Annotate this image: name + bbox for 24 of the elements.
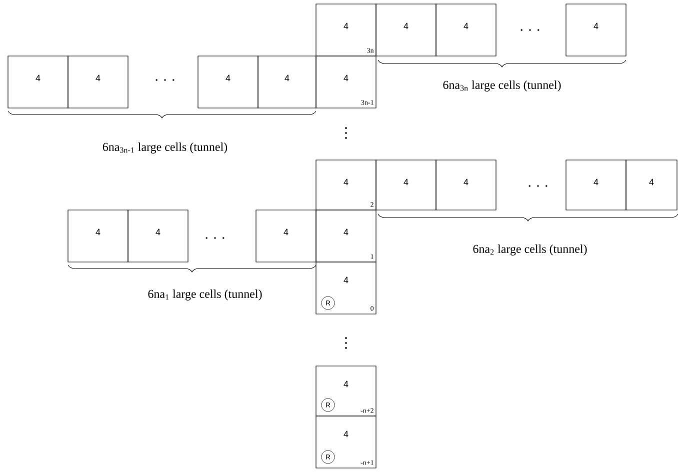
ellipsis: . . . bbox=[206, 237, 224, 239]
grid-cell: 4 bbox=[566, 160, 626, 210]
grid-cell: 4 bbox=[256, 210, 316, 262]
grid-cell: 4 bbox=[626, 160, 678, 210]
ellipsis: ⋮ bbox=[345, 337, 347, 349]
grid-cell: 4 bbox=[258, 56, 316, 108]
grid-cell: 4 bbox=[8, 56, 68, 108]
grid-cell: 4 bbox=[376, 160, 436, 210]
ellipsis: . . . bbox=[528, 185, 548, 187]
ellipsis: ⋮ bbox=[345, 127, 347, 139]
grid-cell: 4 bbox=[436, 4, 496, 56]
grid-cell: 4 bbox=[376, 4, 436, 56]
grid-cell: 4 bbox=[128, 210, 188, 262]
brace-label: 6na$_{3n-1}$ large cells (tunnel) bbox=[102, 142, 228, 154]
brace-label: 6na$_{2}$ large cells (tunnel) bbox=[473, 244, 587, 256]
brace-label: 6na$_{1}$ large cells (tunnel) bbox=[148, 290, 262, 300]
grid-cell: 4 bbox=[68, 56, 128, 108]
grid-cell: 4 bbox=[198, 56, 258, 108]
grid-cell: 4 bbox=[436, 160, 496, 210]
ellipsis: . . . bbox=[156, 79, 174, 81]
brace-label: 6na$_{3n}$ large cells (tunnel) bbox=[443, 80, 561, 92]
grid-cell: 4 bbox=[566, 4, 626, 56]
ellipsis: . . . bbox=[520, 29, 540, 31]
grid-cell: 4 bbox=[68, 210, 128, 262]
